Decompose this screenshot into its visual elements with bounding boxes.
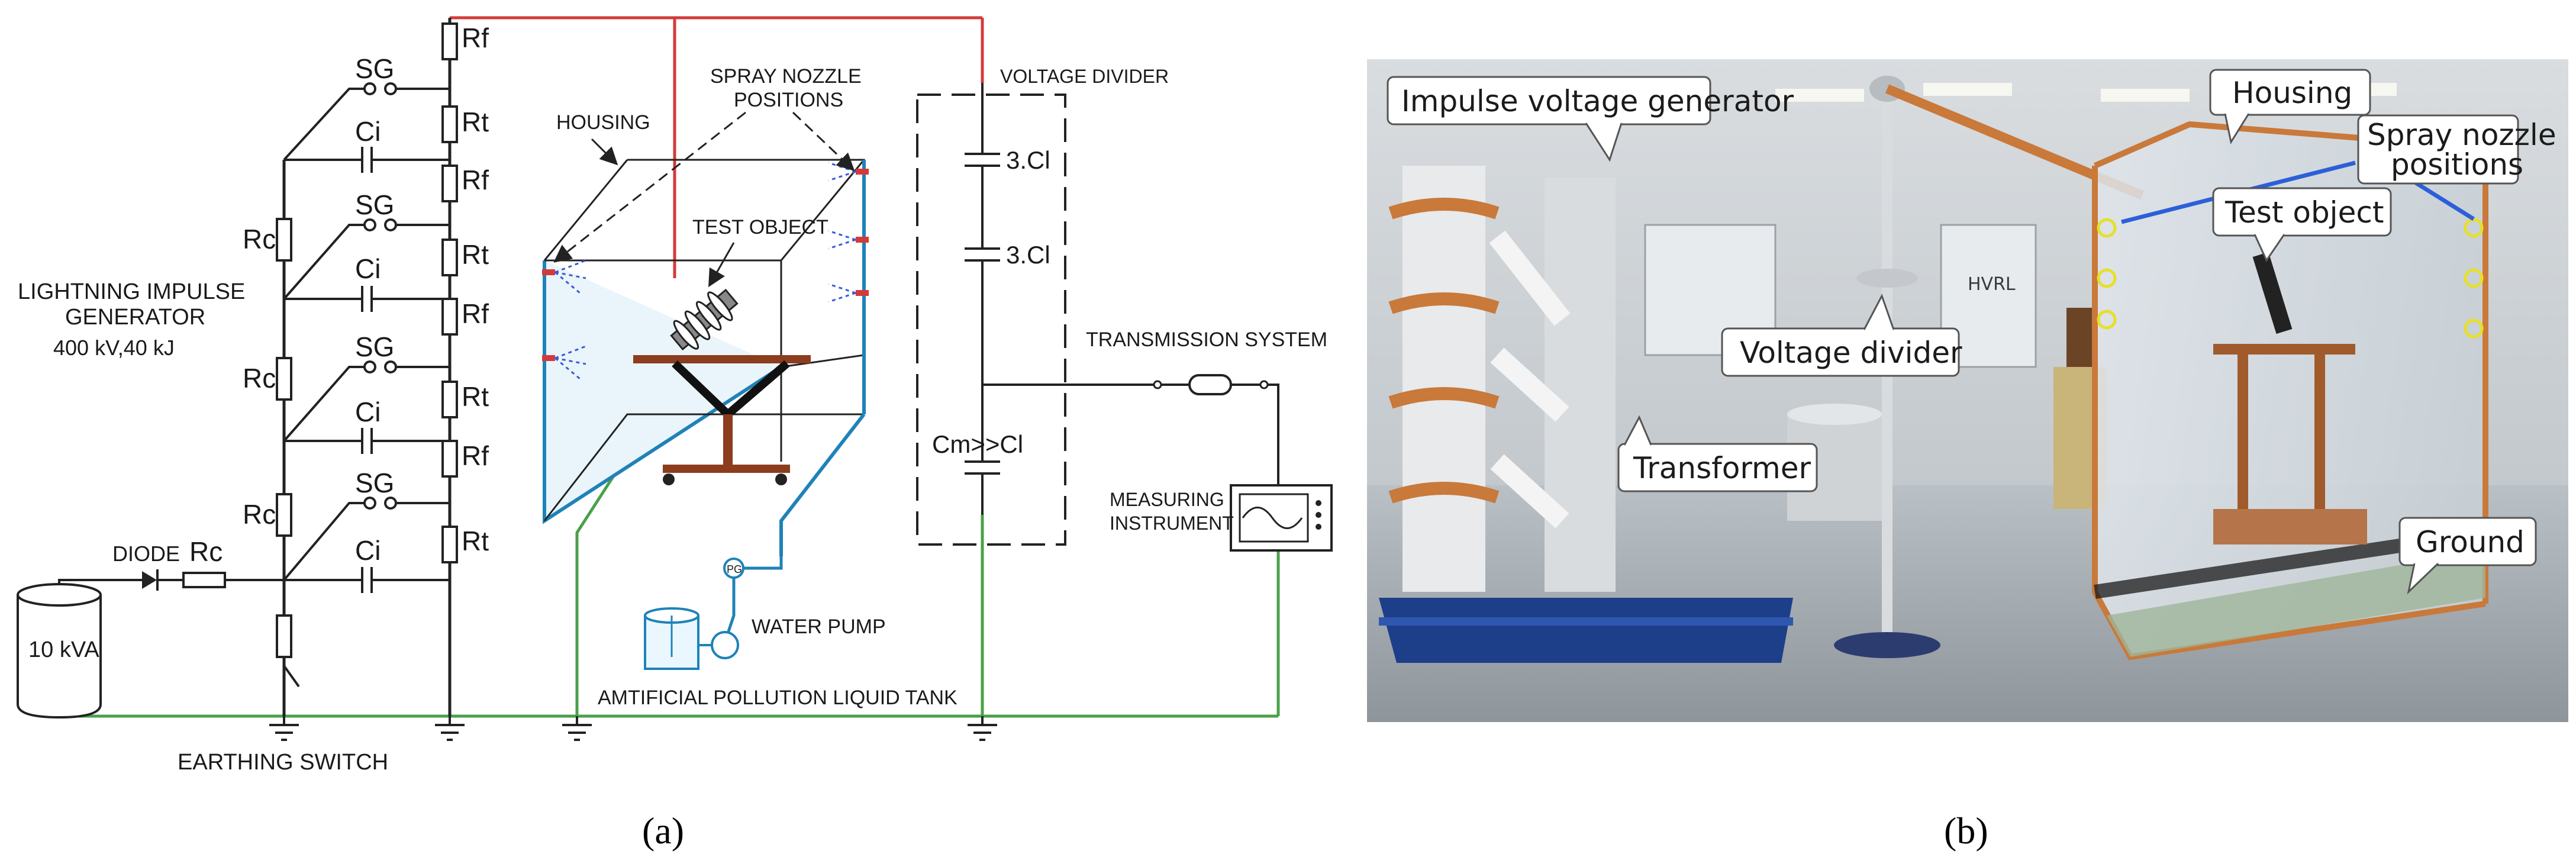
generator-title-2: GENERATOR — [65, 305, 205, 330]
generator-photo — [1379, 166, 1793, 663]
ci-label: Ci — [355, 535, 381, 566]
callout-test-object-text: Test object — [2224, 195, 2384, 230]
ci-label: Ci — [355, 116, 381, 147]
panel-b-photo: HVRL — [1367, 59, 2568, 852]
rf-resistor — [441, 440, 458, 478]
rf-resistor — [441, 298, 458, 336]
ci-label: Ci — [355, 253, 381, 284]
ground-symbols — [269, 716, 997, 741]
rf-label: Rf — [462, 22, 489, 53]
earthing-switch-label: EARTHING SWITCH — [178, 750, 388, 775]
rc-label: Rc — [243, 224, 276, 254]
callouts: Impulse voltage generator Housing Spray … — [1387, 69, 2556, 595]
ci-label: Ci — [355, 397, 381, 427]
rt-resistor — [441, 381, 458, 418]
measuring-label-2: INSTRUMENT — [1110, 513, 1234, 534]
generator-rating: 400 kV,40 kJ — [53, 336, 175, 360]
callout-spray-line2: positions — [2391, 147, 2523, 182]
callout-test-object: Test object — [2212, 187, 2392, 263]
diode-label: DIODE — [112, 542, 180, 566]
generator-resistor-chain: Rf Rt Rf Rt Rf Rt Rf Rt — [441, 18, 489, 716]
rt-resistor — [441, 105, 458, 143]
transmission-label: TRANSMISSION SYSTEM — [1086, 328, 1327, 351]
rt-resistor — [441, 526, 458, 563]
rf-label: Rf — [462, 165, 489, 195]
spray-nozzle-rings — [2097, 218, 2484, 339]
pg-label: PG — [727, 563, 742, 575]
rc-charging-label: Rc — [189, 536, 223, 567]
rf-resistor — [441, 22, 458, 60]
spray-label-1: SPRAY NOZZLE — [710, 65, 862, 88]
callout-transformer: Transformer — [1617, 415, 1818, 492]
rt-label: Rt — [462, 381, 489, 412]
callout-impulse: Impulse voltage generator — [1387, 76, 1794, 162]
callout-voltage-divider: Voltage divider — [1721, 294, 1962, 377]
test-object-label: TEST OBJECT — [692, 216, 828, 239]
callout-spray: Spray nozzle positions — [2357, 114, 2556, 185]
voltage-divider-label: VOLTAGE DIVIDER — [1000, 66, 1169, 87]
measuring-instrument: MEASURING INSTRUMENT — [1110, 484, 1333, 552]
divider-cap-2: 3.Cl — [1006, 241, 1050, 269]
panel-a-schematic: Rf Rt Rf Rt Rf Rt Rf Rt Rc Rc Rc — [17, 16, 1333, 852]
divider-cap-1: 3.Cl — [1006, 146, 1050, 174]
rf-resistor — [441, 165, 458, 202]
generator-stages: SG Ci SG Ci SG Ci SG Ci — [283, 53, 450, 593]
callout-spray-line1: Spray nozzle — [2367, 118, 2556, 152]
hvrl-sign: HVRL — [1968, 274, 2016, 295]
divider-cap-3: Cm>>Cl — [932, 430, 1023, 458]
caption-a: (a) — [642, 810, 684, 852]
test-object — [670, 288, 739, 351]
spray-label-2: POSITIONS — [734, 89, 843, 111]
callout-transformer-text: Transformer — [1633, 451, 1811, 485]
callout-voltage-divider-text: Voltage divider — [1740, 336, 1962, 370]
source-label: 10 kVA — [28, 637, 99, 662]
rc-label: Rc — [243, 499, 276, 530]
housing-label: HOUSING — [556, 111, 650, 134]
caption-b: (b) — [1944, 810, 1988, 852]
charging-source: 10 kVA DIODE Rc — [17, 536, 284, 719]
rt-label: Rt — [462, 239, 489, 270]
housing-box: HOUSING SPRAY NOZZLE POSITIONS TEST OBJE… — [542, 65, 869, 556]
callout-impulse-text: Impulse voltage generator — [1401, 84, 1794, 118]
generator-title: LIGHTNING IMPULSE — [18, 279, 245, 304]
sg-label: SG — [355, 331, 394, 362]
rf-label: Rf — [462, 298, 489, 329]
charging-resistor-chain: Rc Rc Rc — [243, 160, 300, 716]
sg-label: SG — [355, 53, 394, 84]
callout-ground-text: Ground — [2416, 525, 2525, 559]
rc-label: Rc — [243, 363, 276, 394]
pollution-system: PG WATER PUMP AMTIFICIAL POLLUTION LIQUI… — [598, 556, 957, 709]
rt-label: Rt — [462, 107, 489, 137]
water-pump-label: WATER PUMP — [752, 616, 886, 638]
rt-label: Rt — [462, 526, 489, 556]
test-table — [633, 355, 811, 485]
sg-label: SG — [355, 189, 394, 220]
callout-housing: Housing — [2209, 69, 2371, 144]
callout-ground: Ground — [2398, 517, 2537, 595]
rf-label: Rf — [462, 440, 489, 471]
callout-housing-text: Housing — [2232, 76, 2352, 110]
voltage-divider: 3.Cl 3.Cl Cm>>Cl VOLTAGE DIVIDER TRANSMI… — [916, 66, 1327, 546]
measuring-label-1: MEASURING — [1110, 489, 1224, 510]
sg-label: SG — [355, 468, 394, 498]
rt-resistor — [441, 239, 458, 276]
tank-label: AMTIFICIAL POLLUTION LIQUID TANK — [598, 687, 957, 709]
